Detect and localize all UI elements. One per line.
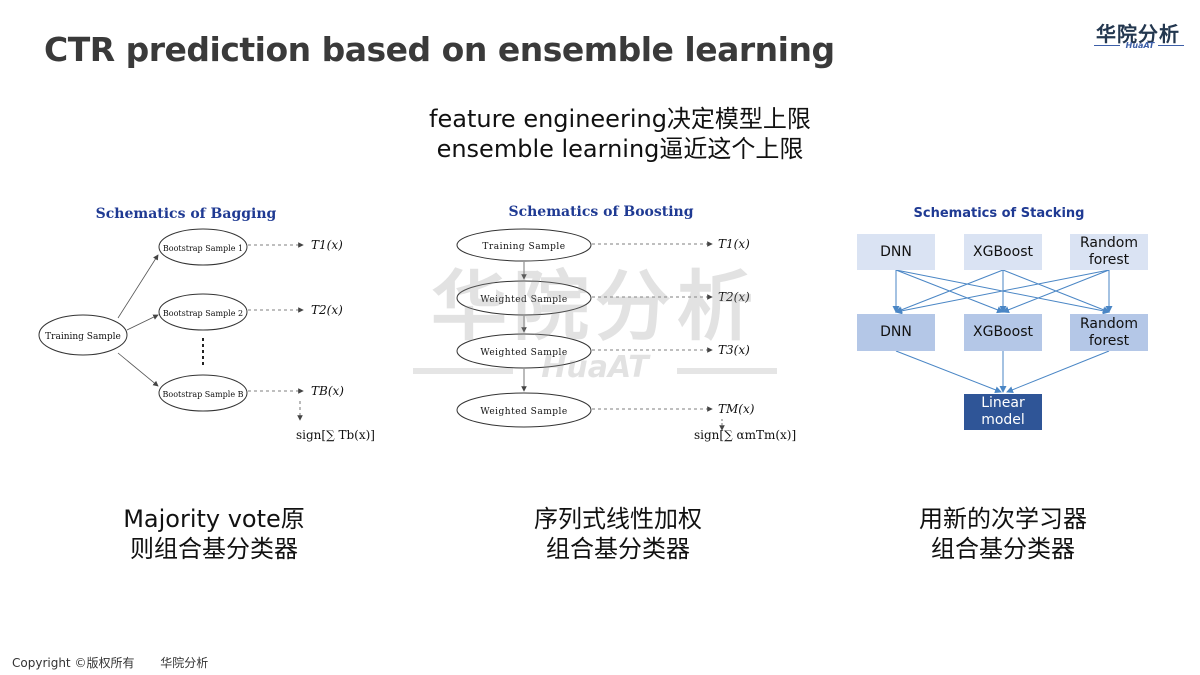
bagging-arrow-to-sample-2 bbox=[126, 314, 159, 331]
slide-title: CTR prediction based on ensemble learnin… bbox=[44, 30, 835, 69]
bagging-caption-line-1: Majority vote原 bbox=[123, 505, 305, 533]
stacking-layer2-dnn: DNN bbox=[857, 314, 935, 351]
bagging-arrow-to-sample-b bbox=[117, 352, 159, 387]
footer: Copyright ©版权所有 华院分析 bbox=[12, 654, 230, 671]
bagging-sample-b-label: Bootstrap Sample B bbox=[163, 390, 244, 399]
stacking-title: Schematics of Stacking bbox=[914, 206, 1085, 221]
boosting-output-1: T1(x) bbox=[718, 237, 750, 251]
boosting-output-2: T2(x) bbox=[718, 290, 750, 304]
bagging-training-label: Training Sample bbox=[45, 332, 121, 342]
boosting-output-4: TM(x) bbox=[718, 402, 755, 416]
stacking-layer2-random-forest: Random forest bbox=[1070, 314, 1148, 351]
logo-line-right bbox=[1158, 45, 1184, 46]
bagging-sample-1-node bbox=[158, 228, 248, 266]
subtitle-line-2: ensemble learning逼近这个上限 bbox=[436, 135, 804, 163]
logo-subtext: HuaAT bbox=[1125, 41, 1155, 50]
company-logo: 华院分析 HuaAT bbox=[1090, 18, 1186, 52]
boosting-diagram: Schematics of Boosting Training Sample W… bbox=[450, 198, 800, 448]
stacking-diagram: Schematics of Stacking DNN XGBoost Rando… bbox=[856, 198, 1156, 438]
bagging-aggregate: sign[∑ Tb(x)] bbox=[296, 428, 375, 442]
bagging-output-b: TB(x) bbox=[311, 384, 344, 398]
boosting-sample-3-node bbox=[456, 333, 592, 369]
bagging-training-node bbox=[38, 314, 128, 356]
boosting-caption-line-2: 组合基分类器 bbox=[546, 535, 690, 563]
bagging-title: Schematics of Bagging bbox=[96, 206, 277, 222]
bagging-sample-2-node bbox=[158, 293, 248, 331]
boosting-aggregate: sign[∑ αmTm(x)] bbox=[694, 428, 796, 442]
stacking-layer1-dnn: DNN bbox=[857, 234, 935, 270]
bagging-sample-2-label: Bootstrap Sample 2 bbox=[163, 309, 243, 318]
boosting-sample-3-label: Weighted Sample bbox=[480, 348, 567, 358]
boosting-title: Schematics of Boosting bbox=[508, 204, 693, 220]
boosting-sample-1-node bbox=[456, 228, 592, 262]
logo-line-left bbox=[1094, 45, 1120, 46]
stacking-caption-line-2: 组合基分类器 bbox=[931, 535, 1075, 563]
boosting-sample-4-node bbox=[456, 392, 592, 428]
subtitle-line-1: feature engineering决定模型上限 bbox=[429, 105, 811, 133]
stacking-arrows bbox=[892, 269, 1113, 394]
bagging-arrow-to-sample-1 bbox=[117, 254, 159, 319]
logo-text: 华院分析 bbox=[1096, 22, 1180, 46]
footer-company: 华院分析 bbox=[160, 656, 209, 670]
boosting-caption-line-1: 序列式线性加权 bbox=[534, 505, 702, 533]
stacking-layer1-xgboost: XGBoost bbox=[964, 234, 1042, 270]
bagging-output-1: T1(x) bbox=[311, 238, 343, 252]
stacking-layer1-random-forest: Random forest bbox=[1070, 234, 1148, 270]
bagging-output-2: T2(x) bbox=[311, 303, 343, 317]
bagging-caption-line-2: 则组合基分类器 bbox=[130, 535, 298, 563]
boosting-sample-4-label: Weighted Sample bbox=[480, 407, 567, 417]
stacking-linear-model: Linear model bbox=[964, 394, 1042, 430]
boosting-output-3: T3(x) bbox=[718, 343, 750, 357]
footer-copyright: Copyright ©版权所有 bbox=[12, 656, 135, 670]
boosting-sample-2-node bbox=[456, 280, 592, 316]
boosting-sample-2-label: Weighted Sample bbox=[480, 295, 567, 305]
bagging-sample-b-node bbox=[158, 374, 248, 412]
bagging-sample-1-label: Bootstrap Sample 1 bbox=[163, 244, 243, 253]
stacking-layer2-xgboost: XGBoost bbox=[964, 314, 1042, 351]
boosting-sample-1-label: Training Sample bbox=[482, 242, 565, 252]
stacking-caption-line-1: 用新的次学习器 bbox=[919, 505, 1087, 533]
bagging-diagram: Schematics of Bagging Training Sample Bo… bbox=[38, 198, 378, 448]
